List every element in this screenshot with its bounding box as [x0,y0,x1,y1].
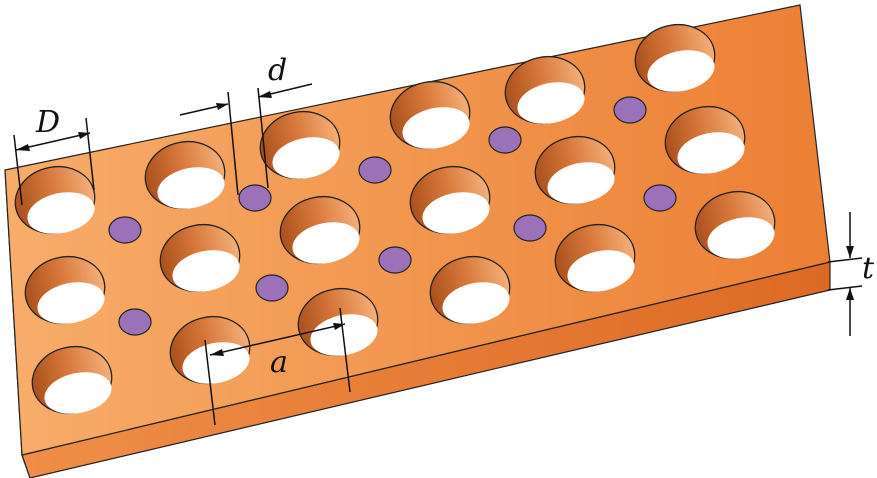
small-hole [238,184,272,212]
label-a: a [270,345,288,380]
large-hole [389,81,471,149]
small-hole [613,96,647,124]
large-hole [534,136,616,204]
arrowheads [16,91,854,356]
large-hole [504,56,586,124]
large-hole [14,166,96,234]
small-hole [255,274,289,302]
small-hole [118,308,152,336]
large-hole [429,256,511,324]
large-hole [144,141,226,209]
small-hole [643,184,677,212]
large-hole [694,191,776,259]
small-hole [488,126,522,154]
dimension-lines [13,83,863,426]
small-hole [513,214,547,242]
large-hole [159,224,241,292]
large-hole [279,196,361,264]
large-hole [409,166,491,234]
large-hole [169,316,251,384]
large-hole [259,111,341,179]
small-hole [358,156,392,184]
label-t: t [862,251,875,286]
large-hole [24,256,106,324]
large-hole [634,24,716,92]
label-d: d [268,53,287,88]
large-holes [14,24,776,414]
small-hole [378,246,412,274]
label-D: D [35,105,60,140]
large-hole [554,224,636,292]
large-hole [664,106,746,174]
large-hole [31,346,113,414]
large-hole [297,288,379,356]
small-holes [108,96,677,336]
small-hole [108,216,142,244]
